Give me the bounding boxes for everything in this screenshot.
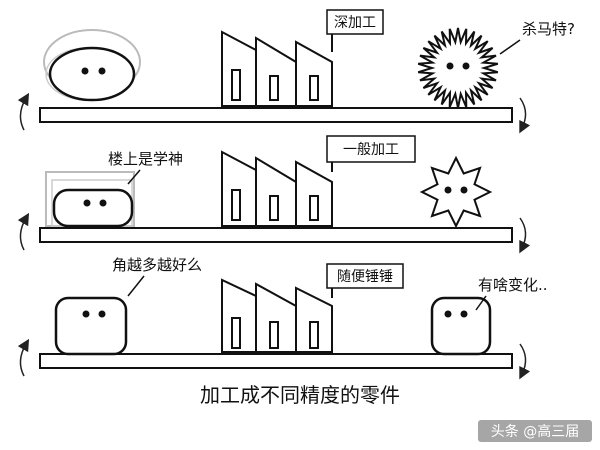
row-3: 角越多越好么 随便锤锤 有啥变化.. [17, 256, 548, 380]
factory-1 [221, 30, 333, 107]
rotation-arrow-left-3 [17, 338, 30, 377]
rotation-arrow-left-2 [17, 212, 30, 251]
speech-left-3: 角越多越好么 [112, 256, 202, 274]
processed-part-spiky [417, 27, 499, 109]
part-square-left [54, 296, 128, 356]
conveyor-belt-3 [39, 353, 513, 369]
watermark-text: 头条 @高三届 [491, 423, 579, 440]
watermark: 头条 @高三届 [478, 420, 592, 442]
factory-2 [221, 150, 333, 227]
row-2: 楼上是学神 一般加工 [17, 135, 531, 254]
factory-3 [221, 278, 333, 353]
conveyor-belt-1 [39, 107, 513, 123]
part-square-right [430, 296, 492, 356]
sign-1: 深加工 [326, 9, 384, 35]
diagram-caption: 加工成不同精度的零件 [200, 383, 400, 407]
processed-part-star [419, 155, 493, 229]
rotation-arrow-right-2 [519, 217, 531, 254]
rotation-arrow-right-3 [519, 343, 531, 380]
speech-right-1: 杀马特? [522, 20, 575, 38]
speech-tick-right-3 [475, 295, 487, 311]
sign-3: 随便锤锤 [326, 263, 404, 289]
rotation-arrow-right-1 [519, 97, 531, 134]
sign-2: 一般加工 [326, 135, 416, 163]
speech-left-2: 楼上是学神 [108, 150, 183, 168]
part-rounded-block [45, 171, 135, 228]
rotation-arrow-left-1 [17, 92, 30, 131]
raw-part-oval [43, 29, 141, 102]
conveyor-belt-2 [39, 227, 513, 243]
speech-right-3: 有啥变化.. [478, 276, 548, 294]
speech-tick-right-1 [499, 39, 521, 55]
sign-label-3: 随便锤锤 [337, 269, 393, 285]
sign-label-2: 一般加工 [343, 142, 399, 158]
speech-tick-left-3 [127, 275, 145, 297]
speech-tick-left-2 [127, 169, 141, 185]
sign-label-1: 深加工 [334, 15, 376, 31]
row-1: 深加工 杀马特? [17, 9, 575, 134]
